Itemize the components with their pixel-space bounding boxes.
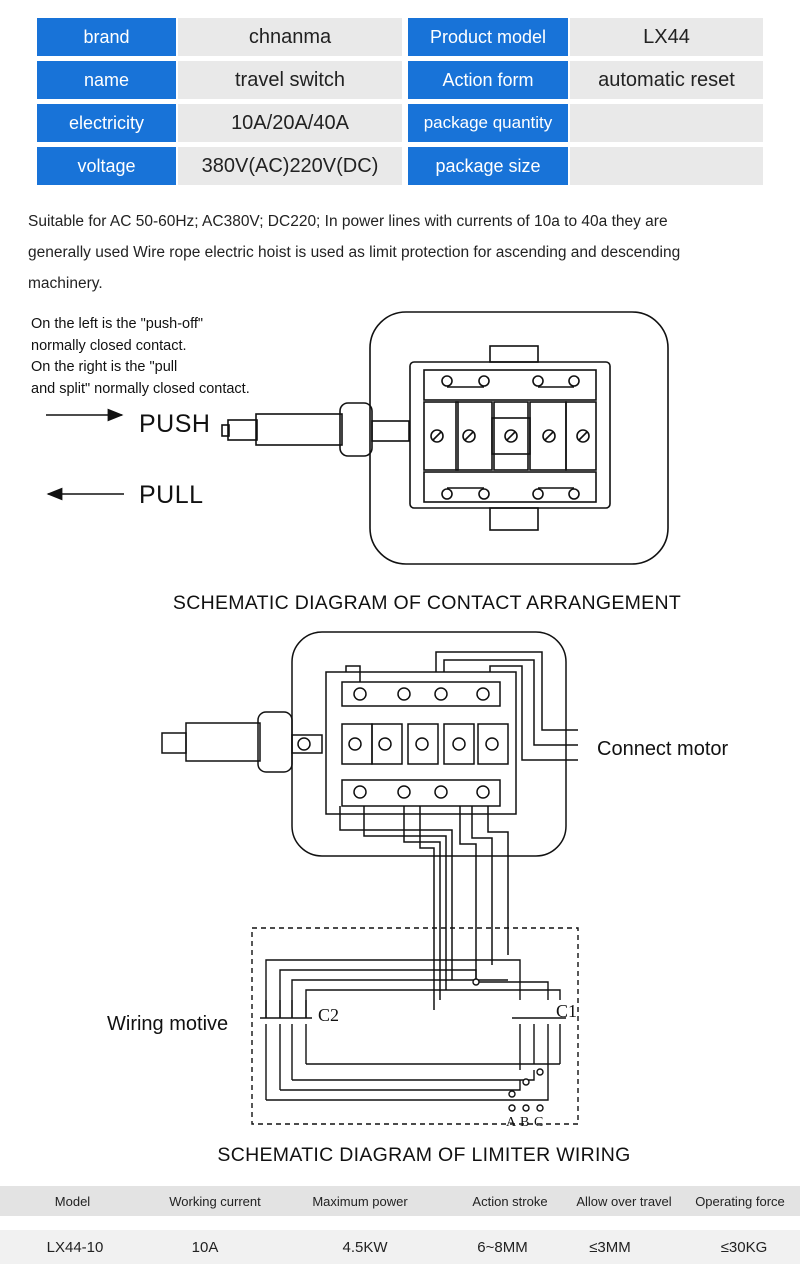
contact-arrangement-switch bbox=[221, 311, 669, 565]
terminal-a-label: A bbox=[506, 1115, 517, 1130]
contact-arrangement-heading: SCHEMATIC DIAGRAM OF CONTACT ARRANGEMENT bbox=[172, 592, 682, 614]
table-header-cell: Model bbox=[54, 1193, 91, 1209]
spec-label-product-model: Product model bbox=[408, 18, 568, 56]
push-label: PUSH bbox=[139, 410, 211, 438]
limiter-wiring-heading: SCHEMATIC DIAGRAM OF LIMITER WIRING bbox=[217, 1144, 631, 1166]
wiring-motive-label: Wiring motive bbox=[107, 1013, 229, 1035]
table-cell: LX44-10 bbox=[46, 1238, 104, 1256]
spec-value-product-model: LX44 bbox=[570, 18, 763, 56]
spec-value-package-size bbox=[570, 147, 763, 185]
wiring-motive-box bbox=[251, 927, 579, 1125]
spec-value-package-quantity bbox=[570, 104, 763, 142]
spec-label-package-size: package size bbox=[408, 147, 568, 185]
table-header-cell: Maximum power bbox=[312, 1193, 408, 1209]
spec-value-action-form: automatic reset bbox=[570, 61, 763, 99]
contactor-c2-label: C2 bbox=[318, 1005, 339, 1025]
contact-note-line: and split" normally closed contact. bbox=[31, 380, 250, 397]
table-header-cell: Allow over travel bbox=[576, 1193, 672, 1209]
table-cell: 10A bbox=[191, 1238, 219, 1256]
limiter-wiring-switch bbox=[161, 631, 578, 1010]
pull-label: PULL bbox=[139, 481, 204, 509]
spec-label-voltage: voltage bbox=[37, 147, 176, 185]
table-cell: ≤30KG bbox=[720, 1238, 768, 1256]
table-header-cell: Action stroke bbox=[472, 1193, 548, 1209]
table-header-row: Model Working current Maximum power Acti… bbox=[0, 1186, 800, 1216]
table-row: LX44-10 10A 4.5KW 6~8MM ≤3MM ≤30KG bbox=[0, 1230, 800, 1264]
spec-data-table: Model Working current Maximum power Acti… bbox=[0, 1186, 800, 1267]
description-line: Suitable for AC 50-60Hz; AC380V; DC220; … bbox=[28, 213, 668, 230]
table-header-cell: Operating force bbox=[695, 1193, 785, 1209]
spec-label-brand: brand bbox=[37, 18, 176, 56]
table-cell: 4.5KW bbox=[342, 1238, 388, 1256]
connect-motor-label: Connect motor bbox=[597, 738, 729, 760]
contact-note-line: On the left is the "push-off" bbox=[31, 316, 204, 332]
schematic-drawing: C2 C1 A B C bbox=[46, 311, 669, 1130]
contact-note-line: normally closed contact. bbox=[31, 337, 187, 354]
description-line: machinery. bbox=[28, 275, 103, 292]
table-header-cell: Working current bbox=[169, 1193, 261, 1209]
spec-value-voltage: 380V(AC)220V(DC) bbox=[178, 147, 402, 185]
contact-note: On the left is the "push-off" normally c… bbox=[31, 314, 301, 400]
contact-note-line: On the right is the "pull bbox=[31, 359, 178, 375]
description-line: generally used Wire rope electric hoist … bbox=[28, 244, 681, 261]
table-cell: 6~8MM bbox=[477, 1238, 528, 1256]
terminal-b-label: B bbox=[520, 1115, 529, 1130]
spec-label-name: name bbox=[37, 61, 176, 99]
spec-value-brand: chnanma bbox=[178, 18, 402, 56]
table-cell: ≤3MM bbox=[589, 1238, 631, 1256]
spec-label-action-form: Action form bbox=[408, 61, 568, 99]
terminal-c-label: C bbox=[534, 1115, 543, 1130]
spec-table: brand chnanma name travel switch electri… bbox=[0, 0, 800, 200]
spec-value-electricity: 10A/20A/40A bbox=[178, 104, 402, 142]
spec-value-name: travel switch bbox=[178, 61, 402, 99]
spec-label-electricity: electricity bbox=[37, 104, 176, 142]
spec-label-package-quantity: package quantity bbox=[408, 104, 568, 142]
product-description: Suitable for AC 50-60Hz; AC380V; DC220; … bbox=[28, 206, 778, 299]
contactor-c1-label: C1 bbox=[556, 1001, 577, 1021]
